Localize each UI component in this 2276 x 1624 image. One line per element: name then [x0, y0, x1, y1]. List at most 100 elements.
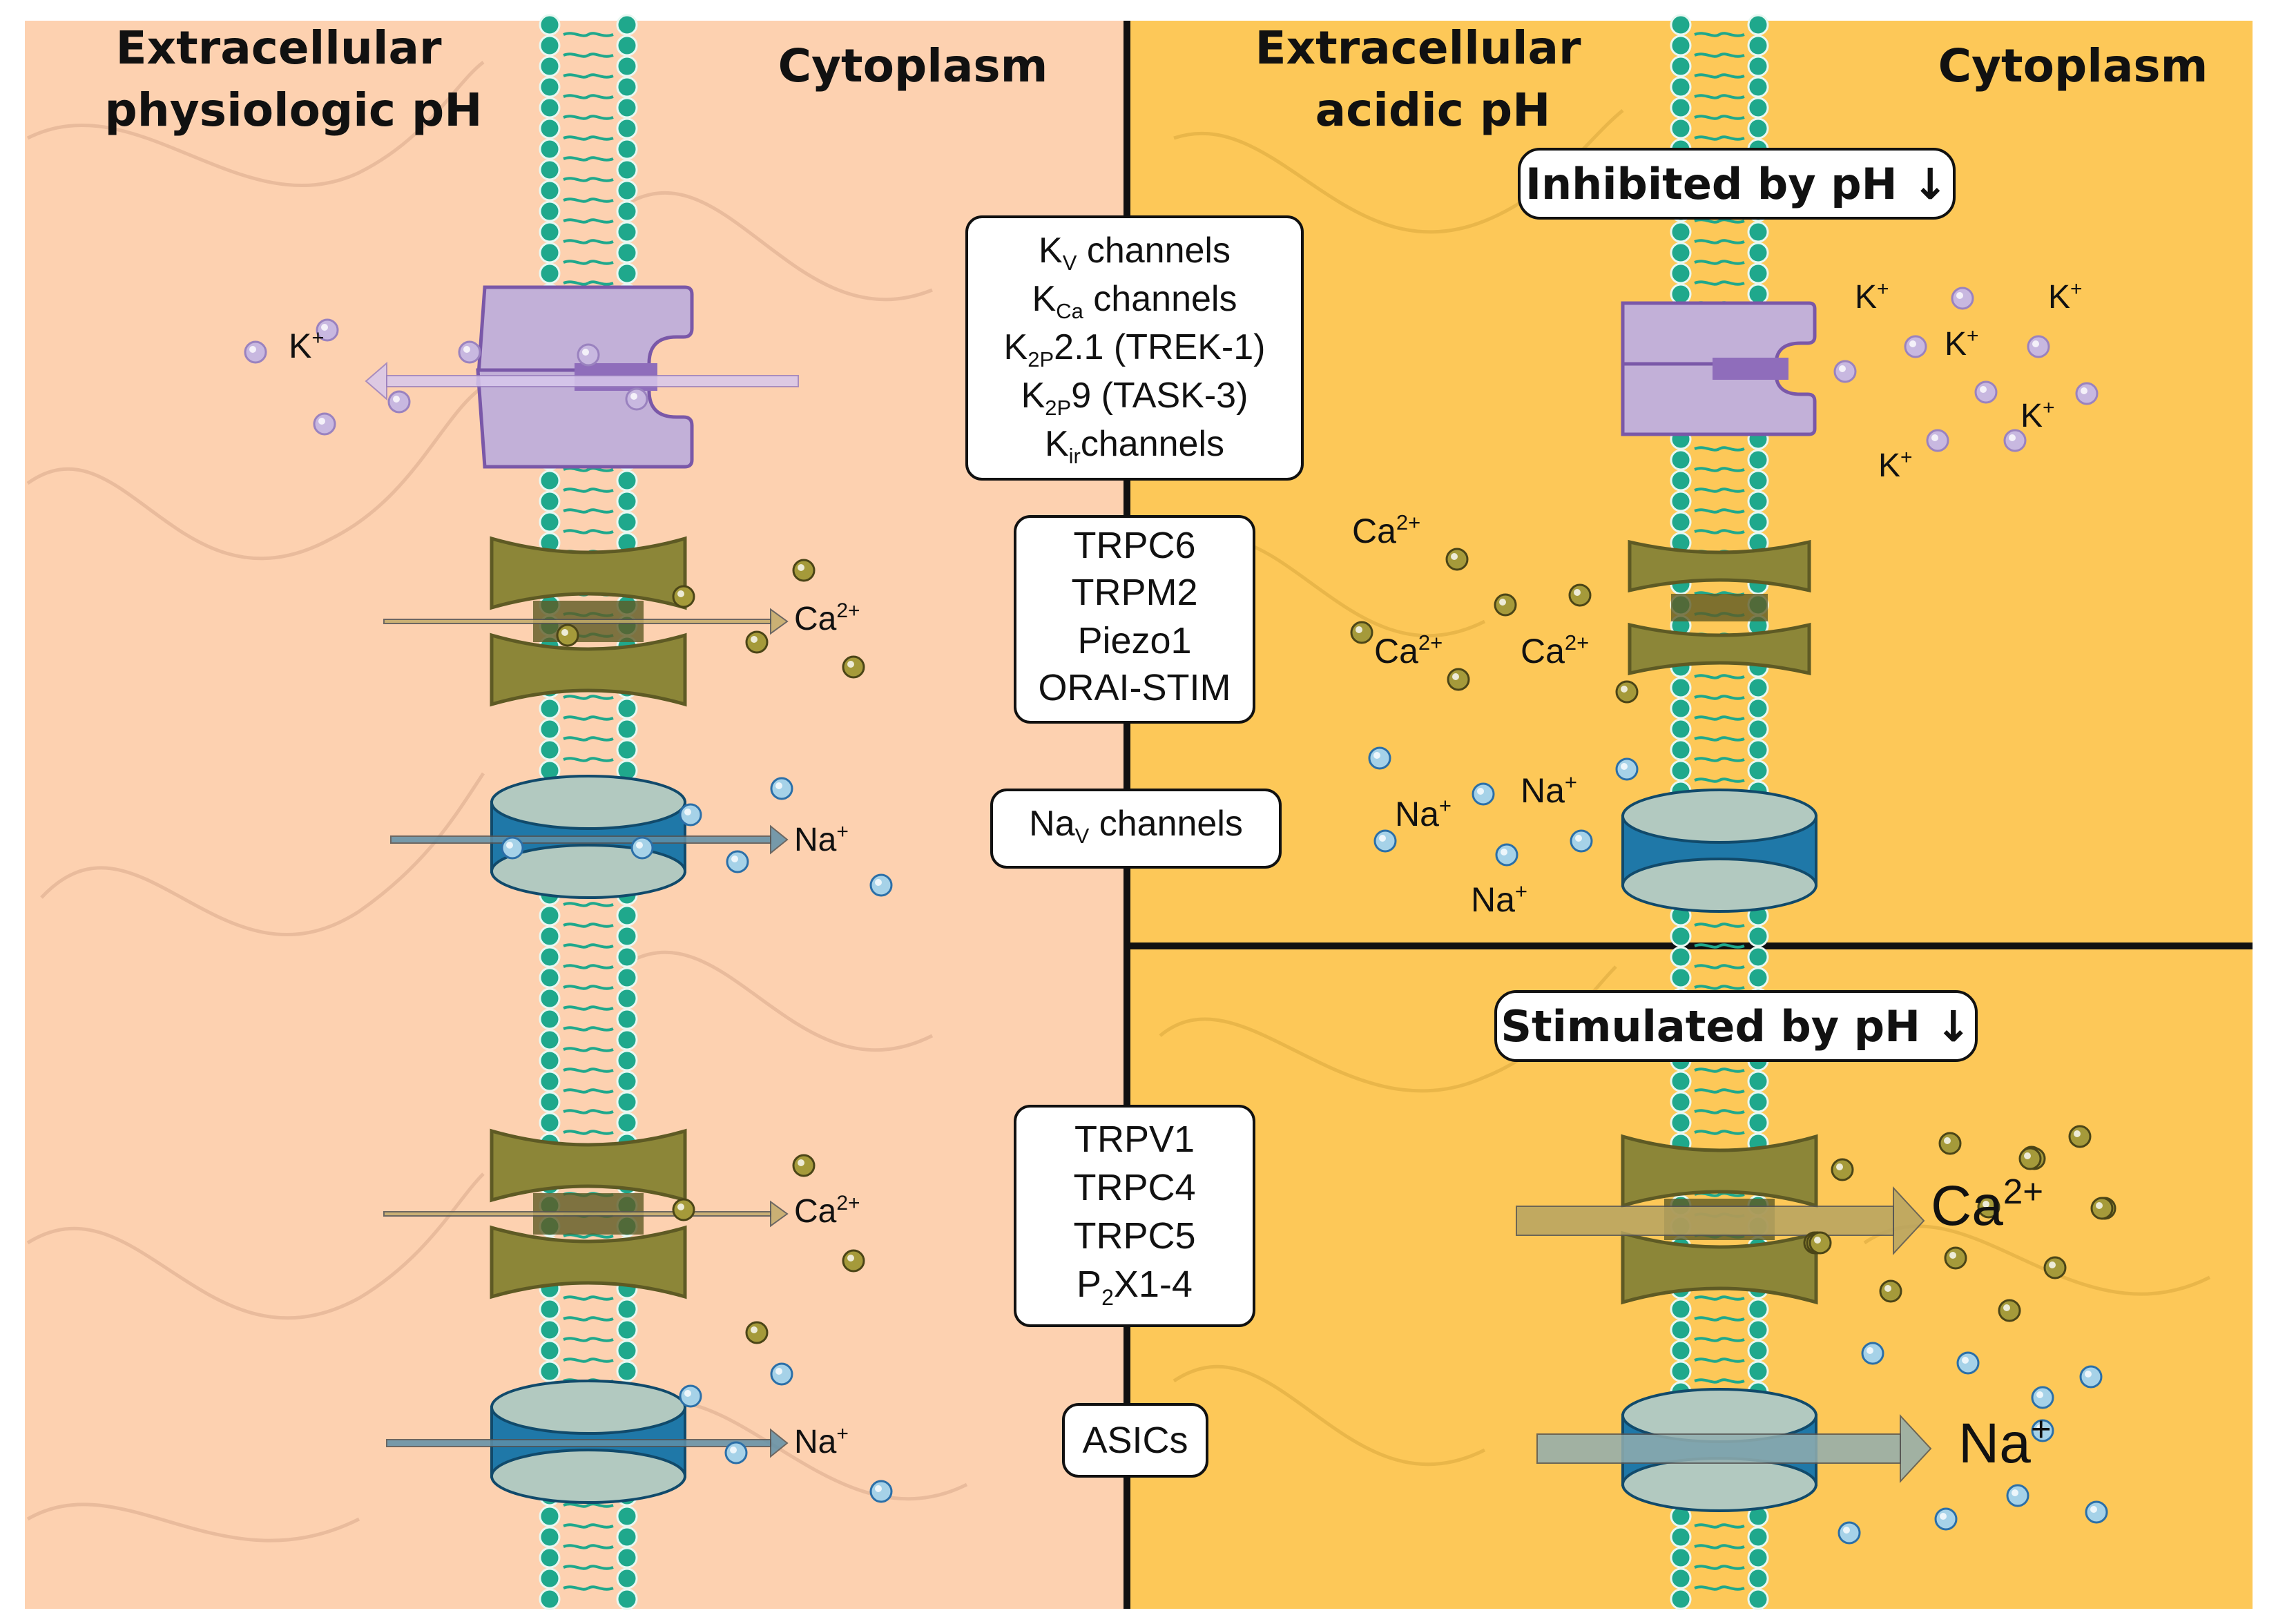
lipid-head [539, 159, 561, 181]
ca-ion-highlight [1814, 1237, 1821, 1244]
lipid-tail [1694, 52, 1721, 58]
lipid-tail [1718, 1337, 1745, 1342]
lipid-head [616, 180, 638, 202]
box-line-calcium-stimulated-1: TRPC4 [1073, 1167, 1195, 1208]
lipid-tail [587, 260, 614, 265]
na-ion-highlight [1379, 835, 1386, 842]
lipid-head [1670, 490, 1692, 512]
ca-ion [792, 1154, 816, 1177]
k-ion-highlight [318, 418, 325, 425]
lipid-tail [563, 1088, 590, 1094]
na-ion [630, 836, 654, 860]
na-ion [869, 1480, 893, 1503]
na-ion-highlight [730, 1447, 737, 1453]
ca-ion [1809, 1231, 1832, 1255]
lipid-tail [1718, 1088, 1745, 1094]
lipid-head [539, 967, 561, 989]
na-ion [2079, 1365, 2103, 1389]
lipid-tail [587, 52, 614, 58]
na-influx-arrow-left-1 [390, 824, 789, 855]
lipid-head [1670, 1319, 1692, 1341]
lipid-head [1670, 1112, 1692, 1134]
lipid-head [1670, 697, 1692, 719]
lipid-tail [1694, 1130, 1721, 1135]
lipid-head [539, 1505, 561, 1527]
lipid-head [1670, 1091, 1692, 1113]
box-line-piezo1: Piezo1 [1077, 620, 1191, 661]
na-ion [726, 850, 749, 873]
lipid-tail [1718, 280, 1745, 286]
lipid-tail [563, 1565, 590, 1570]
lipid-head [539, 925, 561, 947]
na-ion [770, 777, 793, 800]
lipid-head [616, 739, 638, 761]
na-label-right-stimulated: Na+ [1958, 1409, 2052, 1475]
ca-ion-highlight [2074, 1130, 2081, 1137]
inhibited-pill-label: Inhibited by pH ↓ [1525, 159, 1948, 209]
lipid-head [1747, 283, 1769, 305]
ca-ion-highlight [798, 564, 804, 571]
lipid-head [1747, 35, 1769, 57]
lipid-tail [1694, 674, 1721, 679]
lipid-tail [587, 1544, 614, 1549]
lipid-tail [1694, 487, 1721, 493]
na-ion [679, 1384, 702, 1408]
lipid-head [539, 76, 561, 98]
k-channel-left [476, 285, 694, 469]
lipid-head [539, 1567, 561, 1589]
lipid-tail [1694, 32, 1721, 37]
lipid-tail [1694, 280, 1721, 286]
lipid-tail [587, 239, 614, 244]
lipid-head [539, 55, 561, 77]
lipid-head [1670, 242, 1692, 264]
na-ion-highlight [1373, 752, 1380, 759]
lipid-tail [1694, 777, 1721, 783]
ca-channel-left-stimulated [490, 1128, 687, 1299]
lipid-tail [563, 1047, 590, 1052]
k-ion [2075, 382, 2099, 405]
lipid-head [1747, 967, 1769, 989]
na-ion-highlight [2012, 1489, 2018, 1496]
k-ion [1951, 287, 1974, 310]
lipid-tail [563, 260, 590, 265]
na-ion [770, 1362, 793, 1386]
lipid-head [1747, 221, 1769, 243]
lipid-head [1670, 221, 1692, 243]
lipid-head [539, 1029, 561, 1051]
lipid-head [1747, 925, 1769, 947]
lipid-head [539, 490, 561, 512]
lipid-tail [1718, 218, 1745, 224]
lipid-head [616, 76, 638, 98]
lipid-tail [563, 902, 590, 907]
lipid-tail [563, 177, 590, 182]
lipid-tail [563, 529, 590, 534]
lipid-head [539, 739, 561, 761]
lipid-tail [1718, 695, 1745, 700]
ca-ion [672, 1198, 695, 1221]
lipid-tail [1718, 985, 1745, 990]
lipid-head [1747, 1091, 1769, 1113]
ca-label-left-2: Ca2+ [794, 1192, 860, 1230]
lipid-head [1670, 1070, 1692, 1092]
lipid-head [1747, 262, 1769, 284]
k-ion-highlight [2009, 434, 2016, 441]
ca-ion [792, 559, 816, 582]
lipid-tail [563, 1523, 590, 1529]
na-ion-highlight [2090, 1506, 2097, 1513]
lipid-tail [1718, 73, 1745, 79]
lipid-tail [1718, 1192, 1745, 1197]
lipid-tail [563, 218, 590, 224]
lipid-head [539, 1526, 561, 1548]
ca-ion-highlight [1356, 626, 1362, 633]
lipid-head [1747, 470, 1769, 492]
lipid-head [539, 1070, 561, 1092]
lipid-tail [1694, 985, 1721, 990]
lipid-head [539, 1588, 561, 1610]
lipid-tail [563, 1109, 590, 1114]
lipid-head [616, 200, 638, 222]
sodium-stimulated-box: ASICs [1062, 1403, 1208, 1478]
k-label-right-1: K+ [1855, 278, 1889, 316]
lipid-tail [1694, 1295, 1721, 1301]
lipid-tail [563, 1233, 590, 1239]
lipid-head [1747, 490, 1769, 512]
